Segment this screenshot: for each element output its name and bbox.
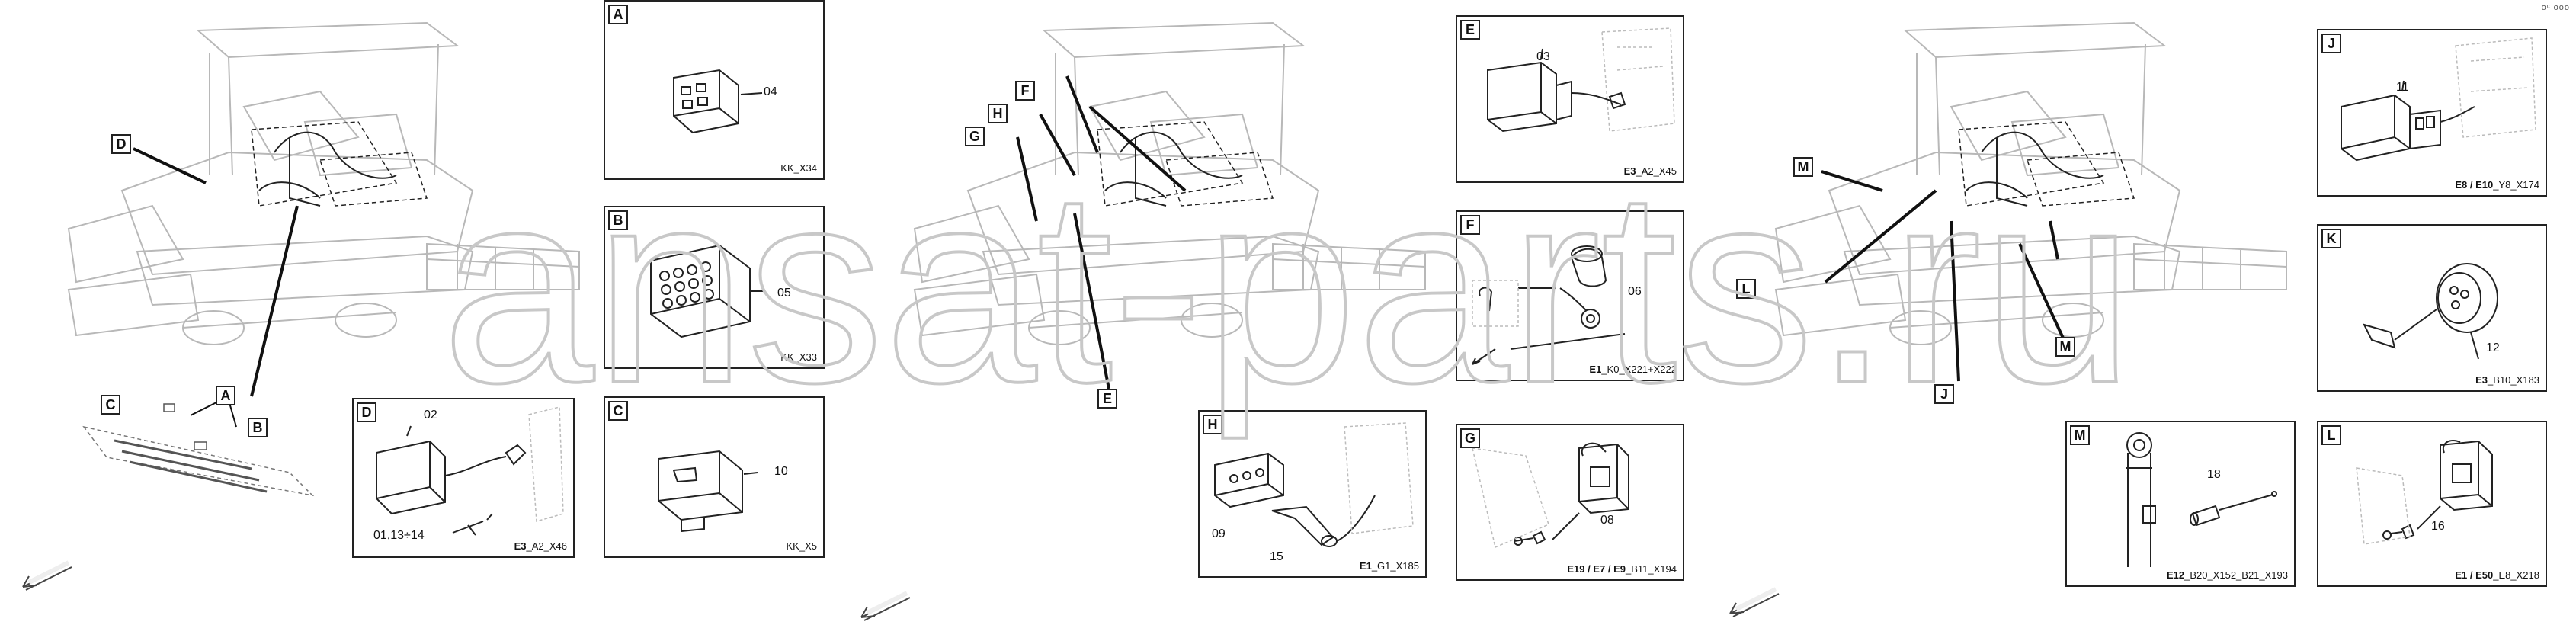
connector-code-j: E8 / E10_Y8_X174 [2455, 179, 2539, 191]
connector-code-d: E3_A2_X46 [514, 540, 567, 552]
part-number-06: 06 [1628, 285, 1642, 298]
part-number-08: 08 [1600, 514, 1614, 527]
connector-code-e: E3_A2_X45 [1623, 165, 1677, 177]
detail-tag-e: E [1460, 20, 1480, 40]
part-number-15: 15 [1270, 550, 1283, 563]
connector-code-f: E1_K0_X221+X222 [1589, 364, 1677, 375]
callout-m-lower: M [2055, 337, 2075, 357]
detail-tag-d: D [357, 402, 376, 422]
machine-view-2 [861, 22, 1426, 620]
detail-box-m: M 18 E12_B20_X152_B21_X193 [2065, 421, 2296, 587]
detail-box-k: K 12 E3_B10_X183 [2317, 224, 2547, 392]
detail-tag-c: C [608, 401, 628, 421]
detail-box-h: H 09 15 E1_G1_X185 [1198, 410, 1427, 578]
connector-code-c: KK_X5 [786, 540, 817, 552]
part-number-01-13-14: 01,13÷14 [373, 529, 425, 542]
sensor-18-drawing [2126, 432, 2277, 567]
detail-box-d: D 02 01,13÷14 E3_A2_X46 [352, 398, 575, 558]
connector-11-drawing [2341, 37, 2536, 162]
detail-box-b: B 05 KK_X33 [604, 206, 825, 369]
part-number-02: 02 [424, 409, 437, 421]
callout-b: B [248, 418, 268, 438]
callout-e: E [1097, 389, 1117, 409]
connector-code-a: KK_X34 [780, 162, 817, 174]
part-number-18: 18 [2207, 468, 2221, 481]
connector-02-drawing [376, 406, 564, 536]
corner-mark: oᶜ ooo [2541, 3, 2570, 12]
callout-f: F [1015, 81, 1035, 101]
callout-c: C [101, 395, 120, 415]
detail-tag-l: L [2321, 425, 2341, 445]
detail-box-e: E 03 E3_A2_X45 [1456, 15, 1684, 183]
part-number-04: 04 [764, 85, 777, 98]
connector-12-drawing [2363, 263, 2498, 360]
part-number-03: 03 [1536, 50, 1550, 63]
part-number-16: 16 [2431, 520, 2445, 533]
callout-h: H [988, 104, 1008, 123]
connector-code-k: E3_B10_X183 [2475, 374, 2539, 386]
connector-08-drawing [1472, 442, 1629, 549]
detail-tag-b: B [608, 210, 628, 230]
detail-box-c: C 10 KK_X5 [604, 396, 825, 558]
connector-code-m: E12_B20_X152_B21_X193 [2166, 569, 2288, 581]
callout-d: D [111, 134, 131, 154]
connector-16-drawing [2356, 439, 2493, 545]
connector-03-drawing [1487, 27, 1675, 133]
detail-box-j: J 11 E8 / E10_Y8_X174 [2317, 29, 2547, 197]
connector-04-drawing [673, 69, 763, 134]
detail-tag-j: J [2321, 34, 2341, 53]
detail-tag-m: M [2070, 425, 2090, 445]
connector-06-drawing [1472, 245, 1626, 365]
connector-code-h: E1_G1_X185 [1359, 560, 1419, 572]
callout-l: L [1736, 279, 1756, 299]
detail-tag-h: H [1203, 415, 1222, 434]
detail-box-l: L 16 E1 / E50_E8_X218 [2317, 421, 2547, 587]
detail-tag-f: F [1460, 215, 1480, 235]
part-number-11: 11 [2396, 81, 2409, 94]
machine-view-3 [1730, 22, 2287, 617]
detail-box-g: G 08 E19 / E7 / E9_B11_X194 [1456, 424, 1684, 581]
machine-view-1 [23, 22, 580, 590]
connector-code-l: E1 / E50_E8_X218 [2455, 569, 2539, 581]
connector-code-g: E19 / E7 / E9_B11_X194 [1567, 563, 1677, 575]
part-number-12: 12 [2486, 341, 2500, 354]
connector-05-drawing [650, 244, 765, 338]
part-number-09: 09 [1212, 527, 1226, 540]
connector-code-b: KK_X33 [780, 351, 817, 363]
detail-tag-g: G [1460, 428, 1480, 448]
detail-box-f: F 06 E1_K0_X221+X222 [1456, 210, 1684, 381]
part-number-10: 10 [774, 465, 788, 478]
callout-m: M [1793, 157, 1813, 177]
callout-a: A [216, 386, 235, 405]
callout-g: G [965, 127, 985, 146]
callout-j: J [1934, 384, 1954, 404]
connector-10-drawing [658, 450, 758, 533]
detail-tag-a: A [608, 5, 628, 24]
part-number-05: 05 [777, 287, 791, 300]
detail-box-a: A 04 KK_X34 [604, 0, 825, 180]
connector-09-15-drawing [1214, 422, 1414, 547]
detail-tag-k: K [2321, 229, 2341, 248]
